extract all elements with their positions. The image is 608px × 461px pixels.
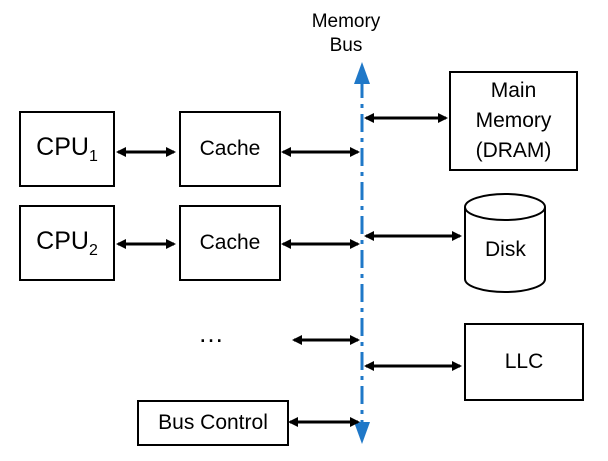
- memory-bus-top-arrowhead: [354, 62, 370, 84]
- main-memory-line3: (DRAM): [475, 139, 552, 162]
- cpu1-label: CPU1: [36, 132, 98, 165]
- disk-label: Disk: [485, 238, 526, 261]
- bus-control-box: Bus Control: [137, 400, 289, 446]
- memory-bus-label-line1: Memory: [311, 11, 381, 32]
- more-cpus-ellipsis: …: [198, 318, 227, 348]
- bus-control-label: Bus Control: [158, 411, 268, 434]
- memory-bus-label-line2: Bus: [329, 35, 363, 56]
- cpu2-label: CPU2: [36, 226, 98, 259]
- cache1-box: Cache: [179, 111, 281, 187]
- cache1-label: Cache: [199, 137, 261, 160]
- cache2-label: Cache: [199, 231, 261, 254]
- memory-bus-bottom-arrowhead: [354, 422, 370, 444]
- memory-bus-label: Memory Bus: [306, 10, 386, 58]
- main-memory-box: Main Memory (DRAM): [449, 71, 578, 171]
- main-memory-line2: Memory: [475, 109, 552, 132]
- cpu1-box: CPU1: [19, 111, 115, 187]
- main-memory-line1: Main: [490, 79, 537, 102]
- cache2-box: Cache: [179, 205, 281, 281]
- disk-cylinder-icon: [464, 193, 546, 293]
- llc-box: LLC: [464, 323, 584, 401]
- cpu2-box: CPU2: [19, 205, 115, 281]
- llc-label: LLC: [504, 350, 544, 373]
